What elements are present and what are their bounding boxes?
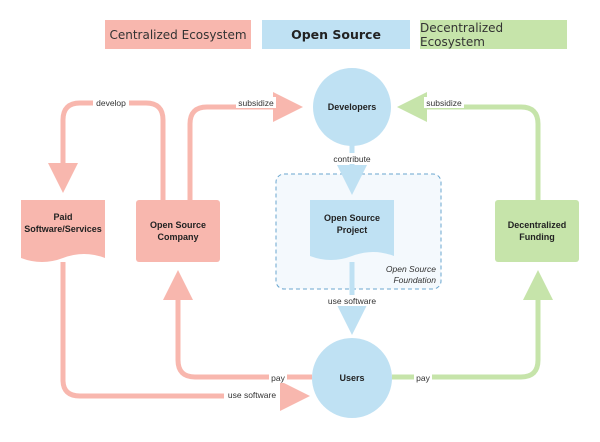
legend-centralized-label: Centralized Ecosystem [109, 27, 247, 42]
node-open-source-company [136, 200, 220, 262]
node-developers [313, 68, 391, 146]
edge-use-software-bottom [60, 262, 310, 411]
node-users [312, 338, 392, 418]
edge-pay-right [392, 270, 553, 380]
foundation-label-2: Foundation [393, 275, 436, 285]
legend-centralized: Centralized Ecosystem [105, 20, 251, 49]
node-paid-label-1: Paid [53, 212, 72, 222]
edge-develop-label: develop [96, 98, 126, 108]
edge-contribute-label: contribute [333, 154, 371, 164]
edge-pay-left [163, 270, 312, 380]
node-paid-label-2: Software/Services [24, 224, 102, 234]
node-funding-label-1: Decentralized [508, 220, 567, 230]
edge-pay-left-label: pay [271, 373, 285, 383]
edge-develop [48, 100, 166, 200]
edge-subsidize-right [397, 92, 541, 200]
node-users-label: Users [339, 373, 364, 383]
node-project-label-2: Project [337, 225, 368, 235]
node-osc-label-2: Company [157, 232, 198, 242]
foundation-label-1: Open Source [386, 264, 436, 274]
edge-subsidize-right-label: subsidize [426, 98, 462, 108]
legend-decentralized: Decentralized Ecosystem [420, 20, 567, 49]
edge-subsidize-left [187, 92, 303, 200]
node-paid-software [21, 200, 105, 262]
edge-subsidize-left-label: subsidize [238, 98, 274, 108]
node-developers-label: Developers [328, 102, 377, 112]
legend-open-source-label: Open Source [291, 27, 381, 42]
node-open-source-project [310, 200, 394, 260]
legend-decentralized-label: Decentralized Ecosystem [420, 20, 504, 49]
node-funding-label-2: Funding [519, 232, 555, 242]
node-decentralized-funding [495, 200, 579, 262]
node-osc-label-1: Open Source [150, 220, 206, 230]
legend-open-source: Open Source [262, 20, 410, 49]
node-project-label-1: Open Source [324, 213, 380, 223]
edge-pay-right-label: pay [416, 373, 430, 383]
edge-use-software-bottom-label: use software [228, 390, 276, 400]
edge-use-software-center-label: use software [328, 296, 376, 306]
